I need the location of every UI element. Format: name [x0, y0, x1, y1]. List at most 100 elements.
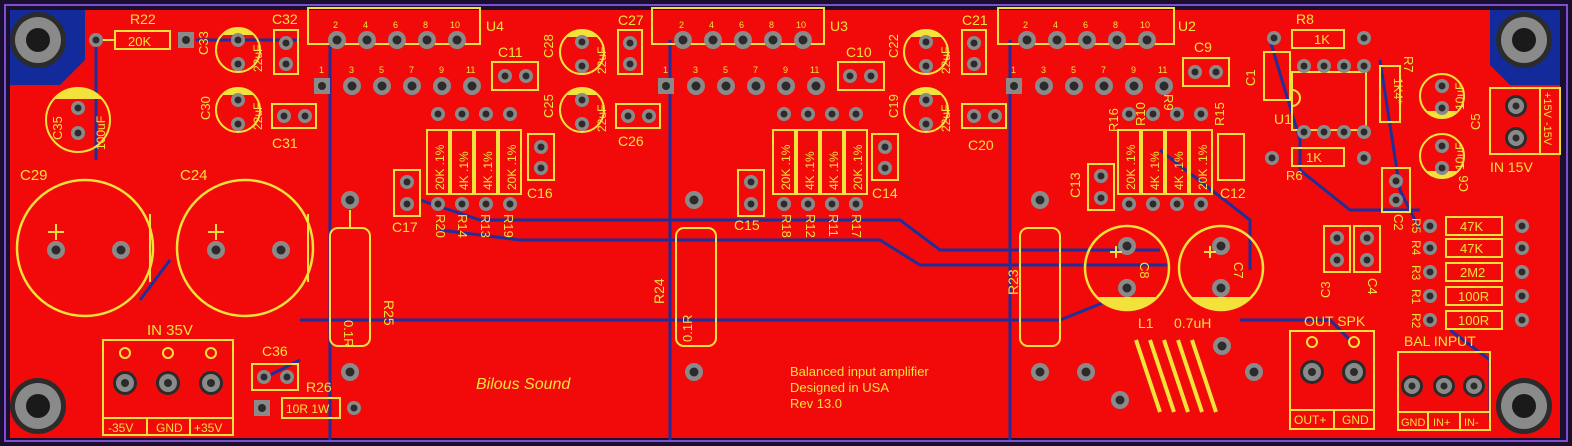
ref-label: C24	[180, 167, 208, 184]
capacitor-c29: C29	[15, 167, 155, 318]
ref-label: C17	[392, 219, 418, 235]
pin-label: OUT+	[1294, 413, 1326, 427]
ref-label: C5	[1468, 113, 1483, 130]
capacitor-c28: C28 22uF	[541, 29, 609, 75]
capacitor-c9: C9	[1182, 39, 1230, 87]
value-label: 22uF	[939, 105, 953, 132]
capacitor-c13: C13	[1067, 163, 1115, 211]
ic-pin-label: 6	[1083, 20, 1088, 30]
capacitor-c20: C20	[961, 103, 1007, 153]
ref-label: C29	[20, 167, 48, 184]
value-label: 100uF	[94, 116, 108, 150]
ref-label: C20	[968, 137, 994, 153]
capacitor-c19: C19 22uF	[886, 87, 953, 133]
value-label: 100R	[1458, 313, 1489, 328]
pin-label: GND	[156, 421, 183, 435]
capacitor-c5: 10uF C5	[1419, 73, 1483, 130]
value-label: 100R	[1458, 289, 1489, 304]
ic-pin-label: 11	[1158, 65, 1167, 75]
ic-u3: 2 4 6 8 10 U3 1 3 5 7 9 11	[651, 7, 848, 95]
ic-pin-label: 10	[796, 20, 806, 30]
capacitor-c36: C36	[251, 343, 299, 391]
value-label: 47K	[1460, 219, 1483, 234]
board-outline	[4, 4, 1568, 442]
ref-label: C8	[1137, 262, 1152, 279]
ref-label: C32	[272, 11, 298, 27]
ref-label: C4	[1365, 278, 1380, 295]
ic-pin-label: 10	[450, 20, 460, 30]
value-label: 10uF	[1453, 143, 1467, 170]
value-label: 1K	[1314, 32, 1330, 47]
capacitor-c1: C1	[1243, 51, 1291, 101]
ref-label: C1	[1243, 69, 1258, 86]
capacitor-c7: C7	[1177, 224, 1265, 312]
value-label: 1K4*	[1391, 78, 1405, 104]
ref-label: C2	[1391, 214, 1406, 231]
ic-u1: U1	[1274, 59, 1371, 139]
capacitor-c22: C22 22uF	[886, 29, 953, 75]
capacitor-c8: C8	[1083, 224, 1171, 312]
ref-label: C7	[1231, 262, 1246, 279]
ref-label: C9	[1194, 39, 1212, 55]
ic-pin-label: 2	[679, 20, 684, 30]
value-label: 1K	[1306, 150, 1322, 165]
ic-ref: U4	[486, 18, 504, 34]
value-label: 22uF	[595, 47, 609, 74]
ic-pin-label: 7	[1101, 65, 1106, 75]
resistor-r24: R24 0.1R	[651, 191, 717, 381]
ref-label: R19	[501, 214, 516, 238]
capacitor-c24: C24	[175, 167, 315, 318]
ref-label: R8	[1296, 11, 1314, 27]
capacitor-c32: C32	[272, 11, 299, 75]
ref-label: C22	[886, 34, 901, 58]
ref-label: C16	[527, 185, 553, 201]
ref-label: C19	[886, 94, 901, 118]
ref-label: R3	[1409, 265, 1423, 281]
ref-label: C33	[196, 31, 211, 55]
ref-label: C26	[618, 133, 644, 149]
ref-label: C28	[541, 34, 556, 58]
capacitor-c12: C12	[1217, 133, 1246, 201]
ic-pin-label: 6	[739, 20, 744, 30]
inductor-l1: L1 0.7uH	[1111, 315, 1231, 413]
value-label: 10R 1W	[286, 402, 330, 416]
connector-title: IN 35V	[147, 322, 193, 339]
ref-label: R1	[1409, 289, 1423, 305]
ref-label: C15	[734, 217, 760, 233]
capacitor-c14: C14	[871, 133, 899, 201]
ref-label: R2	[1409, 313, 1423, 329]
capacitor-c27: C27	[617, 12, 644, 75]
value-label: 0.7uH	[1174, 315, 1211, 331]
mounting-hole-icon	[1496, 378, 1552, 434]
ic-pin-label: 9	[1131, 65, 1136, 75]
value-label: 4K .1%	[1172, 151, 1186, 190]
resistor-bank-ch3: 20K .1% 4K .1% 4K .1% 20K .1% R16 R10 R9…	[1106, 94, 1227, 211]
resistor-r8: R8 1K	[1267, 11, 1371, 49]
ic-pin-label: 7	[753, 65, 758, 75]
value-label: 2M2	[1460, 265, 1485, 280]
ref-label: R26	[306, 379, 332, 395]
capacitor-c10: C10	[837, 44, 885, 91]
ref-label: C25	[541, 94, 556, 118]
resistor-bank-ch2: 20K .1% 4K .1% 4K .1% 20K .1% R18 R12 R1…	[772, 107, 868, 238]
board-note: Designed in USA	[790, 380, 889, 395]
ref-label: R7	[1401, 56, 1416, 73]
pin-label: +15V	[1541, 92, 1553, 119]
plus-icon	[48, 224, 64, 240]
pin-label: -35V	[108, 421, 133, 435]
capacitor-c33: C33 22uF	[196, 27, 265, 73]
ref-label: C30	[198, 96, 213, 120]
ic-pin-label: 9	[439, 65, 444, 75]
ref-label: R9	[1161, 94, 1176, 111]
pin-label: -15V	[1541, 122, 1553, 146]
ref-label: R15	[1212, 102, 1227, 126]
ref-label: C12	[1220, 185, 1246, 201]
resistor-r22: R22 20K	[89, 11, 194, 50]
ic-pin-label: 3	[693, 65, 698, 75]
value-label: 0.1R	[680, 315, 695, 342]
capacitor-c25: C25 22uF	[541, 87, 609, 133]
ic-u2: 2 4 6 8 10 U2 1 3 5 7 9 11	[997, 7, 1196, 95]
ref-label: R4	[1409, 240, 1423, 256]
ref-label: R22	[130, 11, 156, 27]
connector-title: BAL INPUT	[1404, 333, 1476, 349]
